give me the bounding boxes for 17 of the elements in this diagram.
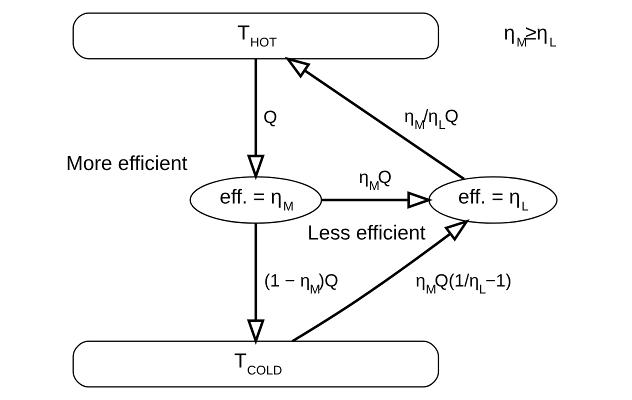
arrow (246, 58, 265, 180)
label: η$_{M}$≥η$_{L}$ (504, 22, 556, 50)
node-label: More efficient (66, 153, 188, 176)
edge-label: Q (263, 107, 278, 128)
arrow (292, 219, 470, 342)
edge-label: (1 − η$_{M}$)Q (264, 270, 338, 296)
edge-label: η$_{M}$Q(1/η$_{L}$−1) (416, 270, 512, 296)
arrow (246, 223, 265, 345)
edge-label: η$_{M}$Q (358, 167, 392, 194)
node-ellipse: eff. = η$_{M}$ (190, 176, 322, 224)
arrow (322, 191, 433, 209)
node-box: T$_{HOT}$ (72, 12, 440, 60)
arrow (284, 56, 465, 180)
edge-label: η$_{M}$/η$_{L}$Q (404, 106, 459, 132)
node-box: T$_{COLD}$ (72, 340, 440, 388)
node-ellipse: eff. = η$_{L}$ (428, 176, 558, 224)
node-label: Less efficient (308, 222, 426, 245)
